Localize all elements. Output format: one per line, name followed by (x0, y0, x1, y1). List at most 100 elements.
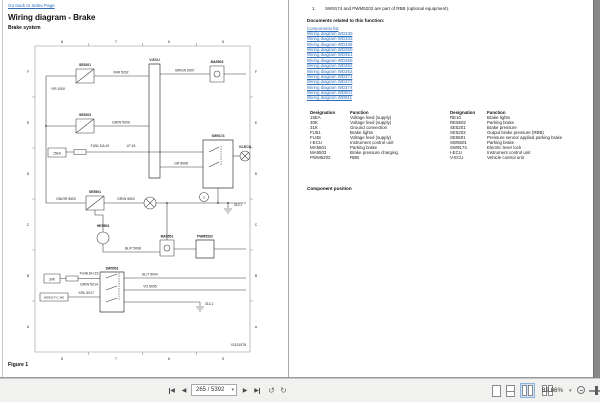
first-page-button[interactable]: ◀ (169, 387, 175, 394)
schematic-label: B (255, 274, 258, 278)
previous-page-button[interactable]: ◀ (181, 388, 187, 394)
layout-two-page-icon (528, 385, 533, 396)
page-subtitle: Brake system (8, 25, 41, 31)
layout-two-continuous-icon (548, 385, 553, 396)
previous-view-button[interactable]: ↺ (268, 386, 275, 395)
layout-single-page-button[interactable] (492, 384, 501, 397)
zoom-level-display[interactable]: 89.66% (542, 387, 563, 394)
layout-two-page-icon (522, 385, 527, 396)
schematic-label: F (27, 70, 29, 74)
doc-link-12[interactable]: Wiring diagram WD501 (307, 90, 353, 95)
table-row: SW5501 Parking brake (450, 140, 562, 145)
schematic-label: FU48 DH:15 (80, 272, 99, 276)
back-to-index-link[interactable]: Go back to Index Page (8, 3, 55, 8)
page-title: Wiring diagram - Brake (8, 13, 96, 22)
layout-two-page-button[interactable] (520, 383, 535, 398)
table-cell: Brake lights (350, 130, 373, 136)
table-cell: Parking brake (487, 140, 515, 146)
schematic-label: WD330 F:C 340 (44, 296, 64, 300)
schematic-label: C (255, 223, 258, 227)
table-cell: SW9174 (450, 145, 467, 151)
table-cell: SE5203 (450, 130, 466, 136)
window-edge (593, 0, 600, 378)
zoom-slider-handle[interactable] (595, 386, 598, 395)
schematic-label: Y/BL 5017 (78, 291, 94, 295)
doc-link-0[interactable]: Components list (307, 25, 339, 31)
table-cell: Ground connection (350, 125, 388, 131)
page-dropdown-arrow-icon[interactable]: ▾ (231, 387, 234, 393)
table-cell: SW5501 (450, 140, 467, 146)
schematic-label: PWM5202 (197, 235, 213, 239)
schematic-label: D (255, 172, 258, 176)
schematic-label: 7 (115, 40, 117, 44)
schematic-label: 6 (168, 40, 170, 44)
doc-link-2[interactable]: Wiring diagram WD333 (307, 36, 353, 42)
doc-link-1[interactable]: Wiring diagram WD330 (307, 30, 353, 36)
doc-link-5[interactable]: Wiring diagram WD351 (307, 52, 353, 58)
zoom-slider[interactable] (589, 390, 600, 392)
next-view-button[interactable]: ↻ (280, 386, 287, 395)
last-page-button[interactable]: ▶ (254, 387, 260, 394)
schematic-label: SW5501 (105, 267, 118, 271)
schematic-label: HE5503 (97, 224, 109, 228)
doc-link-9[interactable]: Wiring diagram WD371 (307, 73, 353, 79)
schematic-label: GR/W 5006 (112, 121, 130, 125)
last-page-icon (258, 387, 260, 394)
table-cell: Voltage feed (supply) (350, 135, 392, 141)
schematic-label: 31C1 (205, 302, 213, 306)
table-cell: V-ECU (450, 155, 464, 161)
table-cell: FU48 (310, 135, 321, 141)
doc-link-13[interactable]: Wiring diagram WD911 (307, 95, 353, 101)
schematic-label: 5 (222, 40, 224, 44)
schematic-label: SE5203 (79, 113, 91, 117)
doc-link-3[interactable]: Wiring diagram WD335 (307, 41, 353, 47)
table-cell: Instrument control unit (350, 140, 394, 146)
schematic-label: BL/P 5008 (125, 247, 141, 251)
schematic-label: 8 (61, 40, 63, 44)
table-cell: Pressure sensor applied parking brake (487, 135, 563, 141)
schematic-label: BR/GN 5007 (175, 69, 194, 73)
table-header-cell: Function (487, 110, 506, 115)
schematic-label: FU51 DA:10 (91, 144, 110, 148)
schematic-label: VO 5005 (143, 285, 156, 289)
doc-link-4[interactable]: Wiring diagram WD350 (307, 47, 353, 52)
layout-two-continuous-button[interactable] (540, 383, 555, 398)
doc-link-11[interactable]: Wiring diagram WD374 (307, 84, 353, 90)
doc-link-10[interactable]: Wiring diagram WD373 (307, 79, 353, 85)
table-cell: Brake lights (487, 115, 510, 121)
doc-link-7[interactable]: Wiring diagram WD362 (307, 63, 353, 69)
page-number-input[interactable]: 265 / 5392 ▾ (191, 384, 237, 396)
schematic-label: V2-ECU (239, 145, 252, 149)
doc-link-8[interactable]: Wiring diagram WD363 (307, 68, 353, 74)
documents-heading: Documents related to this function: (307, 18, 385, 23)
table-cell: 31K (310, 125, 318, 131)
pdf-page-right: 1.SW9174 and PWM5202 are part of RBB (op… (291, 0, 593, 378)
zoom-out-button[interactable] (577, 386, 585, 394)
schematic-label: MA5501 (161, 235, 174, 239)
schematic-label: SE5201 (79, 63, 91, 67)
doc-link-6[interactable]: Wiring diagram WD360 (307, 57, 353, 63)
table-cell: FU51 (310, 130, 321, 136)
schematic-label: LF:15 (127, 144, 136, 148)
table-cell: RE5502 (450, 120, 466, 126)
zoom-dropdown-arrow-icon[interactable]: ▾ (569, 387, 572, 394)
schematic-label: A (255, 325, 258, 329)
table-cell: 30K (310, 120, 318, 126)
layout-continuous-button[interactable] (506, 384, 515, 397)
schematic-label: V1131578 (231, 343, 246, 347)
table-cell: SE5201 (450, 125, 466, 131)
schematic-label: 7 (115, 357, 117, 361)
schematic-label: D (27, 172, 30, 176)
table-cell: RBB (350, 155, 360, 161)
table-cell: I-ECU (450, 150, 462, 156)
next-page-button[interactable]: ▶ (242, 388, 248, 394)
